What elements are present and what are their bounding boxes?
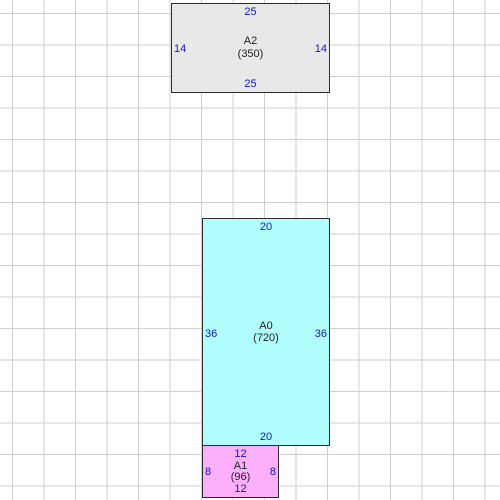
room-a1-name: A1 — [233, 460, 248, 472]
room-a0-bottom-dimension: 20 — [259, 431, 273, 443]
room-a2-top-dimension: 25 — [244, 6, 257, 18]
room-a0[interactable]: 20 36 A0 (720) 36 20 — [202, 218, 330, 446]
room-a0-top-dimension: 20 — [259, 221, 273, 233]
room-a0-left-dimension: 36 — [205, 328, 218, 340]
room-a2-name: A2 — [243, 35, 258, 47]
room-a0-area: (720) — [253, 332, 279, 344]
room-a1-right-dimension: 8 — [269, 466, 276, 478]
room-a1-area: (96) — [230, 471, 251, 483]
room-a2-area: (350) — [237, 48, 264, 60]
room-a1[interactable]: 12 8 A1 (96) 8 12 — [202, 445, 279, 498]
room-a0-name: A0 — [259, 320, 273, 332]
room-a1-bottom-dimension: 12 — [234, 483, 247, 495]
room-a2-left-dimension: 14 — [174, 43, 187, 55]
room-a0-right-dimension: 36 — [314, 328, 327, 340]
room-a2[interactable]: 25 14 A2 (350) 14 25 — [171, 3, 330, 93]
room-a2-bottom-dimension: 25 — [244, 78, 257, 90]
room-a1-top-dimension: 12 — [234, 448, 247, 460]
room-a2-right-dimension: 14 — [314, 43, 327, 55]
room-a1-left-dimension: 8 — [205, 466, 212, 478]
